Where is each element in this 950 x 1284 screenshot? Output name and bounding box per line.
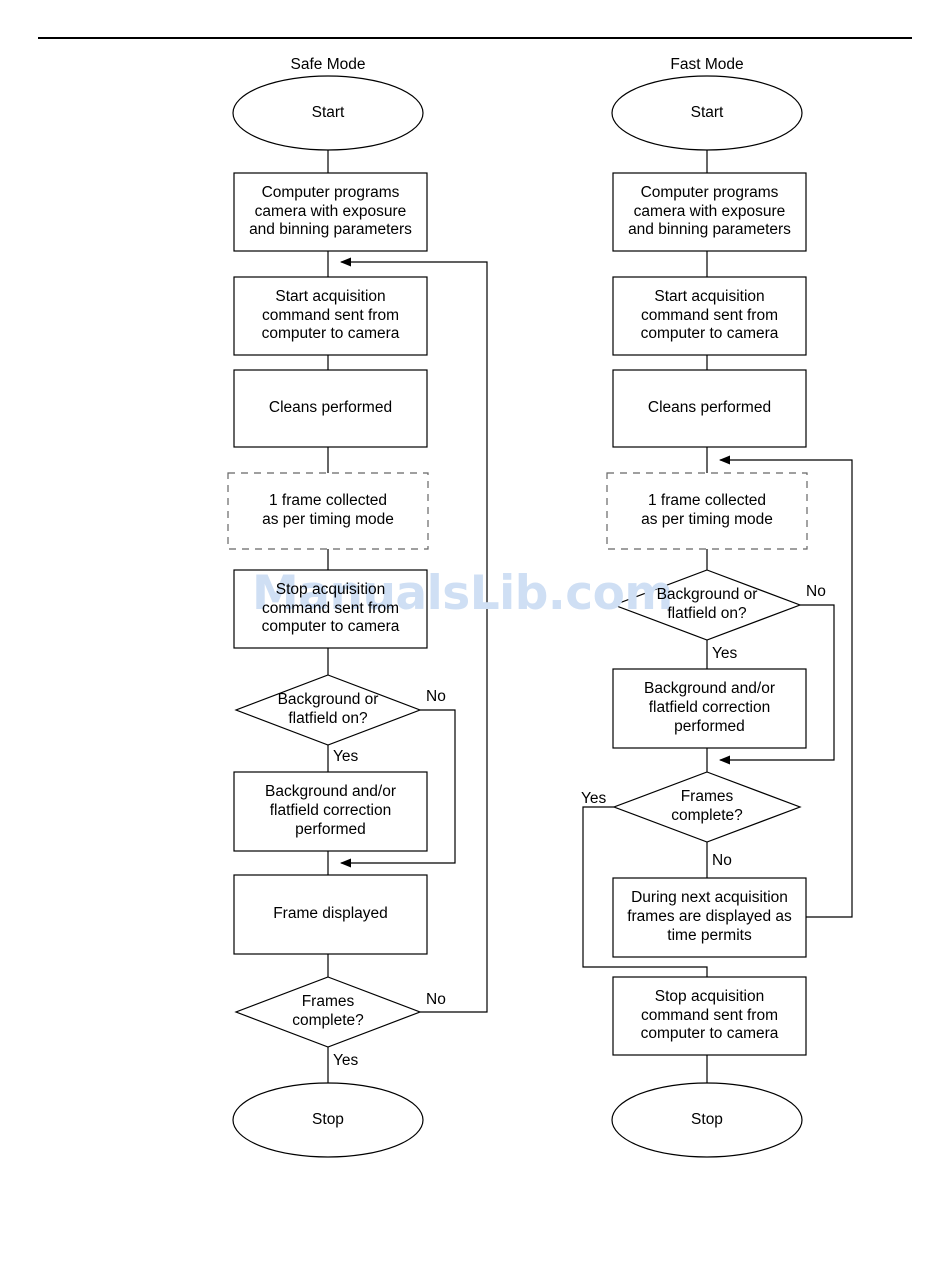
safe-frame-displayed-shape bbox=[233, 874, 428, 955]
header-rule bbox=[38, 37, 912, 39]
column-heading-fast-mode: Fast Mode bbox=[670, 56, 744, 73]
safe-edge-label-bg-no: No bbox=[426, 688, 446, 705]
safe-edge-label-frames-no: No bbox=[426, 991, 446, 1008]
fast-edge-label-frames-no: No bbox=[712, 852, 732, 869]
safe-edge-label-frames-yes: Yes bbox=[333, 1052, 359, 1069]
fast-frames-decision-shape bbox=[612, 771, 802, 843]
safe-edge-label-bg-yes: Yes bbox=[333, 748, 359, 765]
fast-stop-shape bbox=[611, 1082, 803, 1158]
fast-edge-label-bg-no: No bbox=[806, 583, 826, 600]
safe-bg-correct-shape bbox=[233, 771, 428, 852]
fast-stop-acq-shape bbox=[612, 976, 807, 1056]
fast-start-shape bbox=[611, 75, 803, 151]
fast-bg-decision-shape bbox=[612, 569, 802, 641]
fast-during-next-shape bbox=[612, 877, 807, 958]
safe-start-shape bbox=[232, 75, 424, 151]
safe-stop-shape bbox=[232, 1082, 424, 1158]
fast-one-frame-shape bbox=[606, 472, 808, 550]
safe-bg-decision-shape bbox=[234, 674, 422, 746]
safe-stop-acq-shape bbox=[233, 569, 428, 649]
safe-start-acq-shape bbox=[233, 276, 428, 356]
safe-frames-decision-shape bbox=[234, 976, 422, 1048]
safe-cleans-shape bbox=[233, 369, 428, 448]
safe-program-camera-shape bbox=[233, 172, 428, 252]
safe-one-frame-shape bbox=[227, 472, 429, 550]
fast-edge-label-frames-yes: Yes bbox=[581, 790, 607, 807]
fast-start-acq-shape bbox=[612, 276, 807, 356]
fast-cleans-shape bbox=[612, 369, 807, 448]
fast-bg-correct-shape bbox=[612, 668, 807, 749]
fast-program-camera-shape bbox=[612, 172, 807, 252]
fast-edge-label-bg-yes: Yes bbox=[712, 645, 738, 662]
column-heading-safe-mode: Safe Mode bbox=[290, 56, 366, 73]
